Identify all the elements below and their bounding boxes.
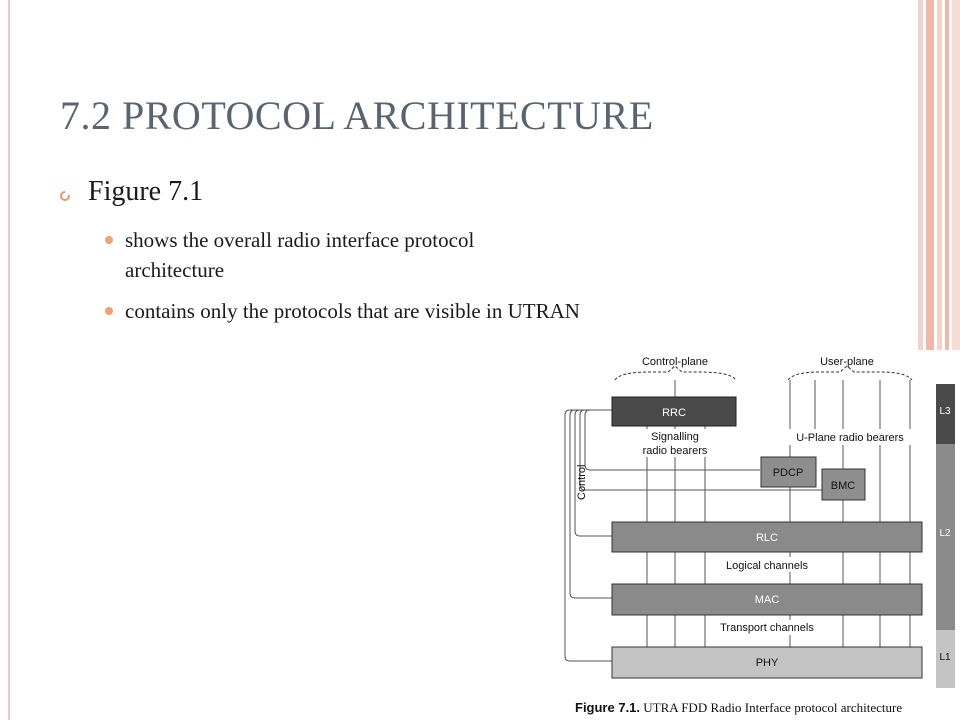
sub-bullet-line: architecture xyxy=(125,258,225,282)
sub-bullet-icon xyxy=(105,307,113,315)
bmc-label: BMC xyxy=(831,480,856,492)
u-plane-label-bg xyxy=(786,429,914,445)
rlc-label: RLC xyxy=(756,532,778,544)
transport-channels-label: Transport channels xyxy=(720,622,814,634)
transport-channels-label-bg xyxy=(708,620,824,635)
layer-l2-bar xyxy=(936,444,955,630)
slide-stripe xyxy=(926,0,934,350)
u-plane-bearers-label: U-Plane radio bearers xyxy=(796,432,904,444)
sub-bullet-text: contains only the protocols that are vis… xyxy=(125,299,580,323)
layer-l1-label: L1 xyxy=(939,652,951,663)
mac-label: MAC xyxy=(755,594,780,606)
slide-stripe xyxy=(918,0,923,350)
layer-l2-label: L2 xyxy=(939,528,951,539)
caption-text: UTRA FDD Radio Interface protocol archit… xyxy=(643,700,903,715)
phy-block xyxy=(611,646,923,679)
slide-title: 7.2 PROTOCOL ARCHITECTURE xyxy=(60,93,654,138)
slide-stripe xyxy=(945,0,949,350)
slide-stripe xyxy=(937,0,942,350)
rlc-block xyxy=(611,521,923,553)
signalling-label: Signalling xyxy=(651,431,699,443)
slide-stripe xyxy=(952,0,960,350)
slide-frame-line xyxy=(8,0,10,720)
signalling-label-bg xyxy=(636,429,718,457)
logical-channels-label-bg xyxy=(718,557,816,572)
sub-bullet-text: shows the overall radio interface protoc… xyxy=(125,225,474,285)
rrc-label: RRC xyxy=(662,407,686,419)
sub-bullet-icon xyxy=(105,236,113,244)
protocol-architecture-diagram: Control-plane User-plane Control xyxy=(560,350,960,695)
rrc-block xyxy=(611,396,737,427)
layer-l1-bar xyxy=(936,630,955,688)
layer-l3-label: L3 xyxy=(939,406,951,417)
pdcp-block xyxy=(760,456,817,488)
signalling-label: radio bearers xyxy=(643,445,708,457)
sub-bullet-line: shows the overall radio interface protoc… xyxy=(125,228,475,252)
layer-l3-bar xyxy=(936,384,955,444)
control-plane-label: Control-plane xyxy=(642,356,708,368)
bmc-block xyxy=(821,468,866,501)
control-label: Control xyxy=(576,465,588,500)
figure-caption: Figure 7.1. UTRA FDD Radio Interface pro… xyxy=(575,700,902,716)
user-plane-label: User-plane xyxy=(820,356,874,368)
level1-bullet-text: Figure 7.1 xyxy=(88,176,204,207)
phy-label: PHY xyxy=(756,657,779,669)
mac-block xyxy=(611,583,923,616)
pdcp-label: PDCP xyxy=(773,467,804,479)
caption-label: Figure 7.1. xyxy=(575,700,641,715)
control-lines xyxy=(564,409,822,662)
bullet-icon xyxy=(60,190,70,201)
logical-channels-label: Logical channels xyxy=(726,560,808,572)
